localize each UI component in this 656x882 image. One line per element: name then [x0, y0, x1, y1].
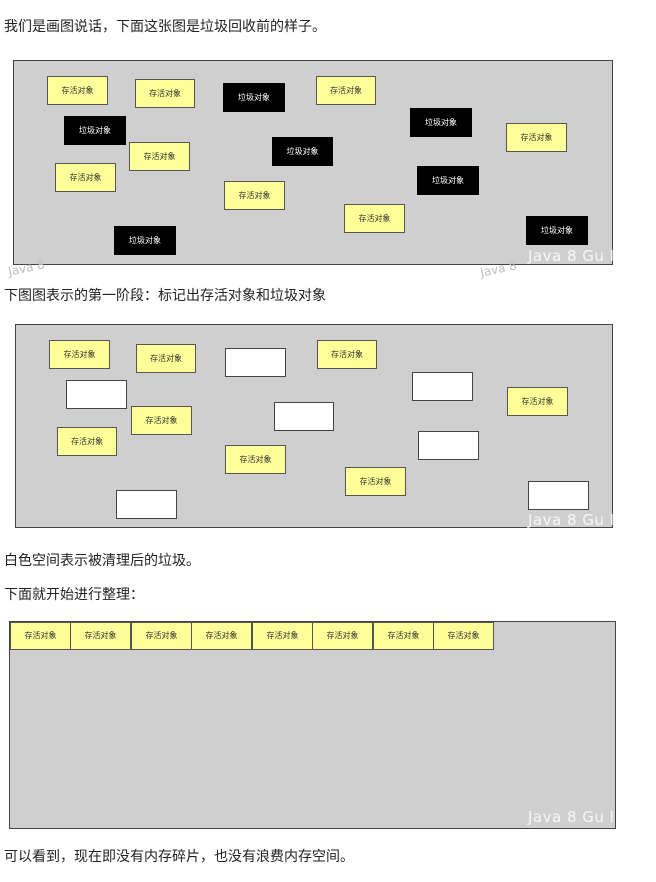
garbage-object: 垃圾对象	[417, 166, 479, 195]
garbage-object: 垃圾对象	[410, 108, 472, 137]
alive-object: 存活对象	[316, 76, 376, 105]
alive-object: 存活对象	[129, 142, 190, 171]
conclusion-paragraph: 可以看到，现在即没有内存碎片，也没有浪费内存空间。	[4, 849, 354, 865]
alive-object: 存活对象	[57, 427, 117, 456]
alive-object: 存活对象	[224, 181, 285, 210]
alive-object: 存活对象	[225, 445, 286, 474]
cleared-slot	[412, 372, 473, 401]
cleared-slot	[116, 490, 177, 519]
alive-object: 存活对象	[49, 340, 110, 369]
watermark: Java 8 Gu I	[528, 247, 615, 265]
cleared-slot	[418, 431, 479, 460]
mark-phase-paragraph: 下图图表示的第一阶段：标记出存活对象和垃圾对象	[4, 288, 326, 304]
cleared-slot	[528, 481, 589, 510]
alive-object: 存活对象	[252, 622, 313, 650]
garbage-object: 垃圾对象	[223, 83, 285, 112]
cleared-slot	[274, 402, 334, 431]
cleared-explanation-paragraph: 白色空间表示被清理后的垃圾。	[4, 553, 200, 569]
diagram-before-gc: 存活对象 存活对象 垃圾对象 存活对象 垃圾对象 存活对象 垃圾对象 垃圾对象 …	[4, 54, 622, 280]
diagram-mark-phase: 存活对象 存活对象 存活对象 存活对象 存活对象 存活对象 存活对象 存活对象 …	[4, 318, 622, 536]
garbage-object: 垃圾对象	[114, 226, 176, 255]
alive-object: 存活对象	[135, 79, 195, 108]
diagram-after-compact: 存活对象 存活对象 存活对象 存活对象 存活对象 存活对象 存活对象 存活对象 …	[4, 616, 622, 834]
watermark: Java 8 Gu I	[528, 511, 615, 529]
garbage-object: 垃圾对象	[526, 216, 588, 245]
alive-object: 存活对象	[10, 622, 71, 650]
alive-object: 存活对象	[131, 406, 192, 435]
alive-object: 存活对象	[317, 340, 377, 369]
heap-panel	[9, 621, 616, 829]
garbage-object: 垃圾对象	[272, 137, 333, 166]
alive-object: 存活对象	[70, 622, 131, 650]
alive-object: 存活对象	[191, 622, 252, 650]
alive-object: 存活对象	[344, 204, 405, 233]
alive-object: 存活对象	[345, 467, 406, 496]
alive-object: 存活对象	[131, 622, 192, 650]
compact-intro-paragraph: 下面就开始进行整理：	[4, 587, 144, 603]
alive-object: 存活对象	[55, 163, 116, 192]
garbage-object: 垃圾对象	[64, 116, 126, 145]
watermark: Java 8 Gu I	[528, 808, 615, 826]
alive-object: 存活对象	[373, 622, 434, 650]
alive-object: 存活对象	[506, 123, 567, 152]
cleared-slot	[225, 348, 286, 377]
cleared-slot	[66, 380, 127, 409]
alive-object: 存活对象	[433, 622, 494, 650]
alive-object: 存活对象	[507, 387, 568, 416]
alive-object: 存活对象	[47, 76, 108, 105]
intro-paragraph: 我们是画图说话，下面这张图是垃圾回收前的样子。	[4, 19, 326, 35]
alive-object: 存活对象	[312, 622, 373, 650]
alive-object: 存活对象	[136, 344, 196, 373]
